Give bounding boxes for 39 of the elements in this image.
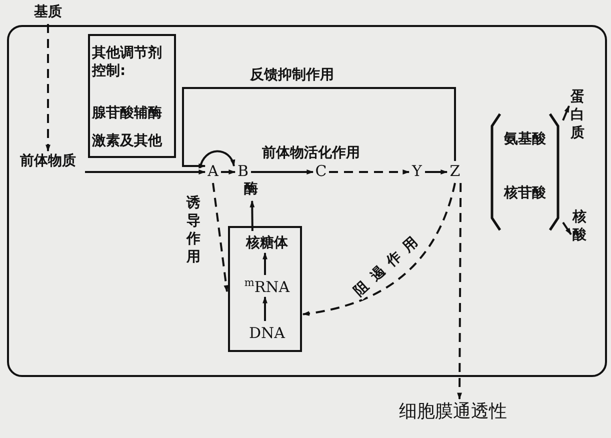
arrow xyxy=(85,170,206,174)
text-label: 激素及其他 xyxy=(91,132,162,150)
arrow xyxy=(262,252,268,275)
text-label: 前体物活化作用 xyxy=(262,144,360,162)
text-label: 氨基酸 xyxy=(502,130,547,148)
text-label: 核苷酸 xyxy=(502,184,547,202)
arrow xyxy=(302,182,456,316)
text-label: 核酸 xyxy=(572,208,587,244)
text-label: 细胞膜通透性 xyxy=(398,400,508,424)
letter-label: Y xyxy=(410,162,423,180)
gene-box xyxy=(228,226,302,352)
arrow xyxy=(212,182,229,292)
arrow xyxy=(182,87,456,168)
arrow xyxy=(329,170,410,174)
text-label: 基质 xyxy=(33,3,63,21)
arrow xyxy=(562,105,570,121)
letter-label: B xyxy=(236,162,250,180)
edge-label: 诱导作用 xyxy=(186,194,201,266)
regulator-box xyxy=(88,34,176,158)
letter-label: DNA xyxy=(248,324,286,342)
letter-label: Z xyxy=(448,162,462,180)
arrow xyxy=(457,183,462,400)
text-label: 前体物质 xyxy=(19,152,77,170)
letter-label: $^{m}$RNA xyxy=(243,278,291,296)
text-label: 酶 xyxy=(243,180,259,198)
arrow xyxy=(262,296,268,321)
letter-label: C xyxy=(314,162,328,180)
text-label: 蛋白质 xyxy=(570,88,585,142)
arrow xyxy=(250,200,255,232)
arrow xyxy=(562,222,572,235)
arrow xyxy=(221,170,236,174)
text-label: 核糖体 xyxy=(244,234,289,252)
arrow xyxy=(251,170,314,174)
arrow xyxy=(46,24,50,152)
arrow xyxy=(425,170,448,174)
letter-label: A xyxy=(206,162,220,180)
text-label: 其他调节剂控制: xyxy=(90,44,162,80)
edge-label: 反馈抑制作用 xyxy=(250,66,334,84)
text-label: 腺苷酸辅酶 xyxy=(90,104,162,122)
